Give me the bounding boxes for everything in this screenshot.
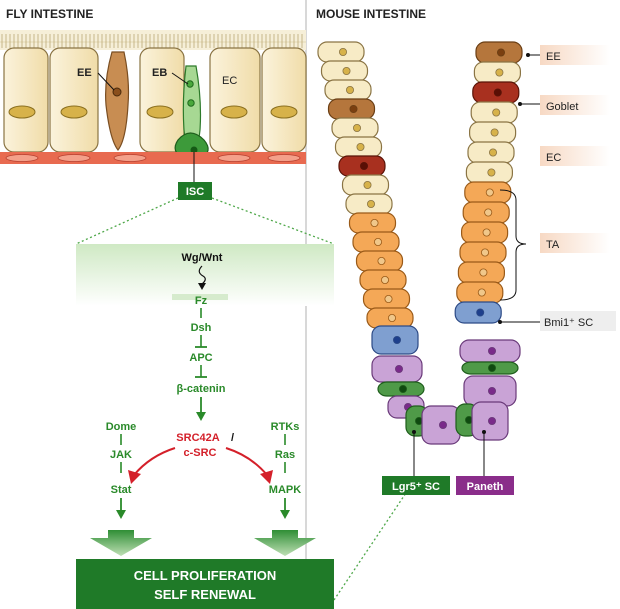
c-src-label: c-SRC (183, 447, 216, 459)
ras-label: Ras (275, 449, 295, 461)
crypt-right-cell (475, 41, 523, 64)
mouse-paneth-label: Paneth (467, 481, 504, 493)
crypt-bottom-paneth-cell (471, 401, 509, 441)
crypt-left-cell (355, 250, 404, 272)
stat-label: Stat (111, 484, 132, 496)
crypt-left-cell (334, 136, 383, 158)
fly-ec-label: EC (222, 75, 237, 87)
crypt-right-cell (461, 221, 509, 244)
src-to-stat-arrow (133, 447, 176, 476)
mouse-ee-label: EE (546, 51, 561, 63)
fly-ee-leader (97, 72, 115, 91)
fly-ee-label: EE (77, 67, 92, 79)
mapk-label: MAPK (269, 484, 301, 496)
outcome-box (76, 559, 334, 609)
left-output-arrow (90, 530, 152, 556)
crypt-left-lgr5-cell (377, 381, 425, 397)
jak-label: JAK (110, 449, 132, 461)
mouse-bmi1-label: Bmi1⁺ SC (544, 317, 593, 329)
zoom-line-left (75, 197, 179, 245)
fly-epithelium (0, 30, 307, 164)
mouse-labels (382, 45, 616, 495)
crypt-left-cell (324, 79, 372, 101)
crypt-right-cell (473, 61, 521, 84)
crypt-left-cell (348, 212, 397, 234)
mouse-panel-title: MOUSE INTESTINE (316, 7, 426, 21)
apc-label: APC (189, 352, 212, 364)
membrane-band (172, 294, 228, 300)
stat-arrowhead (116, 510, 126, 519)
wnt-arrowhead (198, 283, 206, 290)
crypt-left-cell (331, 117, 379, 139)
mouse-crypt (317, 41, 523, 445)
mapk-arrowhead (280, 510, 290, 519)
zoom-line-right (211, 197, 335, 245)
crypt-bottom-paneth-cell (421, 405, 461, 445)
crypt-right-paneth-cell (459, 339, 521, 363)
crypt-right-cell (464, 181, 512, 204)
crypt-left-paneth-cell (371, 355, 423, 383)
crypt-right-cell (467, 141, 515, 164)
src42a-label: SRC42A (176, 432, 219, 444)
mouse-ec-label: EC (546, 152, 561, 164)
outcome-line2: SELF RENEWAL (154, 587, 256, 602)
beta-catenin-label: β-catenin (177, 383, 226, 395)
crypt-left-cell (352, 231, 400, 253)
outcome-line1: CELL PROLIFERATION (134, 568, 277, 583)
crypt-right-lgr5-cell (461, 361, 519, 375)
zoom-line-lower (333, 489, 409, 601)
fly-eb-leader (171, 72, 189, 85)
crypt-right-cell (456, 281, 504, 304)
crypt-left-cell (345, 193, 393, 215)
crypt-right-cell (465, 161, 513, 184)
mouse-lgr5-label: Lgr5⁺ SC (392, 481, 440, 493)
mouse-goblet-label: Goblet (546, 101, 578, 113)
wg-wnt-label: Wg/Wnt (182, 252, 223, 264)
crypt-left-cell (366, 307, 414, 329)
crypt-left-cell (341, 174, 390, 196)
crypt-left-cell (362, 288, 411, 310)
crypt-left-cell (338, 155, 386, 177)
crypt-left-bmi1-cell (371, 325, 419, 355)
crypt-left-cell (327, 98, 376, 120)
src-to-mapk-arrowhead (260, 470, 273, 484)
crypt-right-cell (454, 301, 502, 324)
crypt-right-cell (459, 241, 507, 264)
rtks-label: RTKs (271, 421, 300, 433)
right-output-arrow (254, 530, 316, 556)
fly-isc-label: ISC (186, 186, 204, 198)
fly-panel-title: FLY INTESTINE (6, 7, 93, 21)
fly-isc-tag (178, 182, 212, 200)
dome-label: Dome (106, 421, 137, 433)
crypt-left-cell (320, 60, 369, 82)
src-to-mapk-arrow (225, 447, 268, 476)
crypt-left-cell (359, 269, 407, 291)
mouse-ta-label: TA (546, 239, 560, 251)
crypt-right-cell (472, 81, 520, 104)
crypt-right-cell (462, 201, 510, 224)
crypt-right-cell (457, 261, 505, 284)
crypt-right-cell (470, 101, 518, 124)
src-to-stat-arrowhead (128, 470, 141, 484)
fz-label: Fz (195, 295, 208, 307)
dsh-label: Dsh (191, 322, 212, 334)
bcat-arrowhead (196, 412, 206, 421)
fly-eb-label: EB (152, 67, 167, 79)
crypt-right-cell (469, 121, 517, 144)
wnt-squiggle (198, 265, 206, 285)
src-slash: / (231, 432, 234, 444)
crypt-left-cell (317, 41, 365, 63)
